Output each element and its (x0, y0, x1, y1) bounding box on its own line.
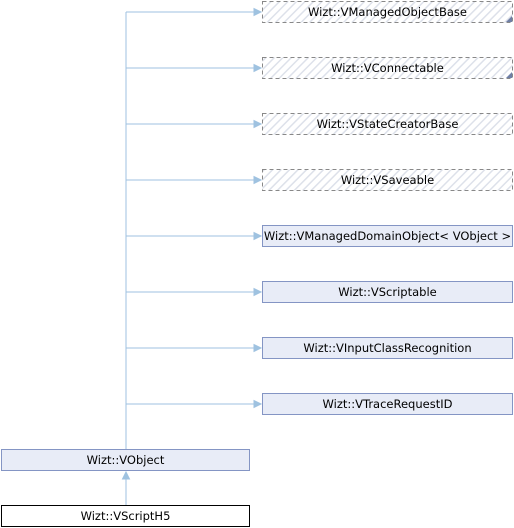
arrowhead-icon (253, 343, 263, 353)
class-node-vstatecreatorbase[interactable]: Wizt::VStateCreatorBase (262, 113, 513, 135)
class-node-vmanageddomainobject[interactable]: Wizt::VManagedDomainObject< VObject > (262, 225, 513, 247)
truncated-marker-icon (506, 72, 512, 78)
arrowhead-icon (253, 119, 263, 129)
class-node-vscriptable[interactable]: Wizt::VScriptable (262, 281, 513, 303)
truncated-marker-icon (506, 16, 512, 22)
class-name: Wizt::VManagedObjectBase (308, 5, 467, 19)
class-box (1, 449, 250, 471)
class-name: Wizt::VScriptH5 (81, 509, 171, 523)
arrowhead-icon (121, 470, 131, 480)
class-name: Wizt::VSaveable (341, 173, 434, 187)
class-name: Wizt::VManagedDomainObject< VObject > (264, 229, 511, 243)
class-name: Wizt::VStateCreatorBase (317, 117, 459, 131)
class-node-vobject[interactable]: Wizt::VObject (1, 449, 250, 471)
class-box (1, 505, 250, 527)
class-node-vinputclassrecognition[interactable]: Wizt::VInputClassRecognition (262, 337, 513, 359)
class-name: Wizt::VTraceRequestID (323, 397, 453, 411)
class-box (262, 57, 513, 79)
class-name: Wizt::VInputClassRecognition (303, 341, 471, 355)
arrowhead-icon (253, 175, 263, 185)
class-box (262, 393, 513, 415)
class-node-vconnectable[interactable]: Wizt::VConnectable (262, 57, 513, 79)
class-box (262, 113, 513, 135)
class-box (262, 337, 513, 359)
class-node-vtracerequestid[interactable]: Wizt::VTraceRequestID (262, 393, 513, 415)
arrowhead-icon (253, 63, 263, 73)
class-name: Wizt::VObject (87, 453, 165, 467)
class-box (262, 169, 513, 191)
class-box (262, 281, 513, 303)
class-node-vscripth5[interactable]: Wizt::VScriptH5 (1, 505, 250, 527)
arrowhead-icon (253, 287, 263, 297)
arrowhead-icon (253, 231, 263, 241)
arrowhead-icon (253, 399, 263, 409)
class-node-vsaveable[interactable]: Wizt::VSaveable (262, 169, 513, 191)
class-box (262, 225, 513, 247)
class-name: Wizt::VConnectable (331, 61, 444, 75)
class-name: Wizt::VScriptable (338, 285, 436, 299)
class-box (262, 1, 513, 23)
class-node-vmanagedobjectbase[interactable]: Wizt::VManagedObjectBase (262, 1, 513, 23)
inheritance-edges (121, 7, 263, 505)
arrowhead-icon (253, 7, 263, 17)
